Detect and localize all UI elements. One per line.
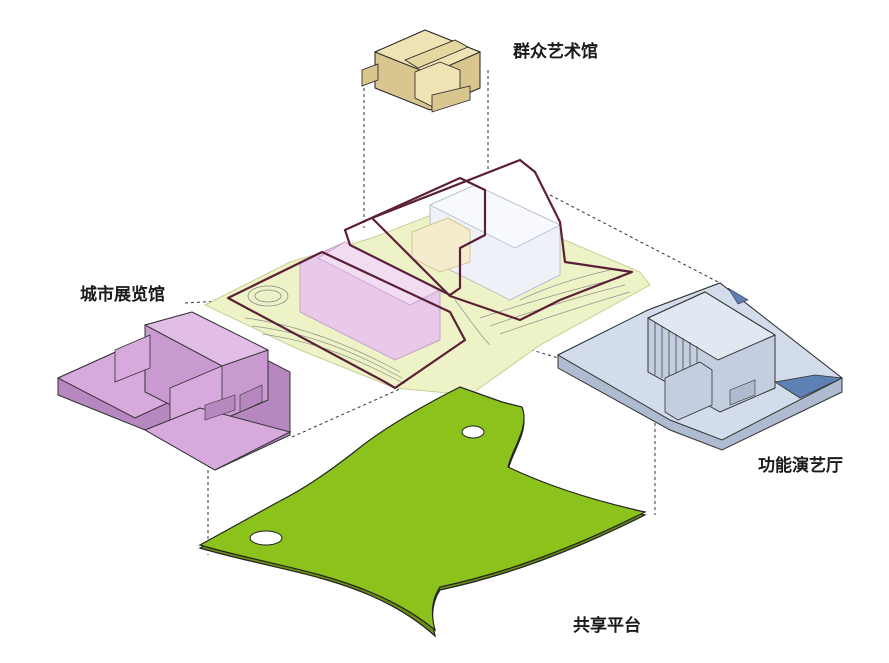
label-performance-hall: 功能演艺厅 <box>758 456 843 476</box>
city-exhibition-building <box>56 311 292 471</box>
label-city-exhibition: 城市展览馆 <box>80 285 165 305</box>
site-outline <box>226 158 634 390</box>
label-art-center: 群众艺术馆 <box>513 42 598 62</box>
performance-hall-building <box>556 282 844 451</box>
art-center-building <box>361 29 482 113</box>
shared-platform <box>198 386 647 638</box>
central-ghost-buildings <box>299 184 561 361</box>
label-shared-platform: 共享平台 <box>573 616 641 636</box>
